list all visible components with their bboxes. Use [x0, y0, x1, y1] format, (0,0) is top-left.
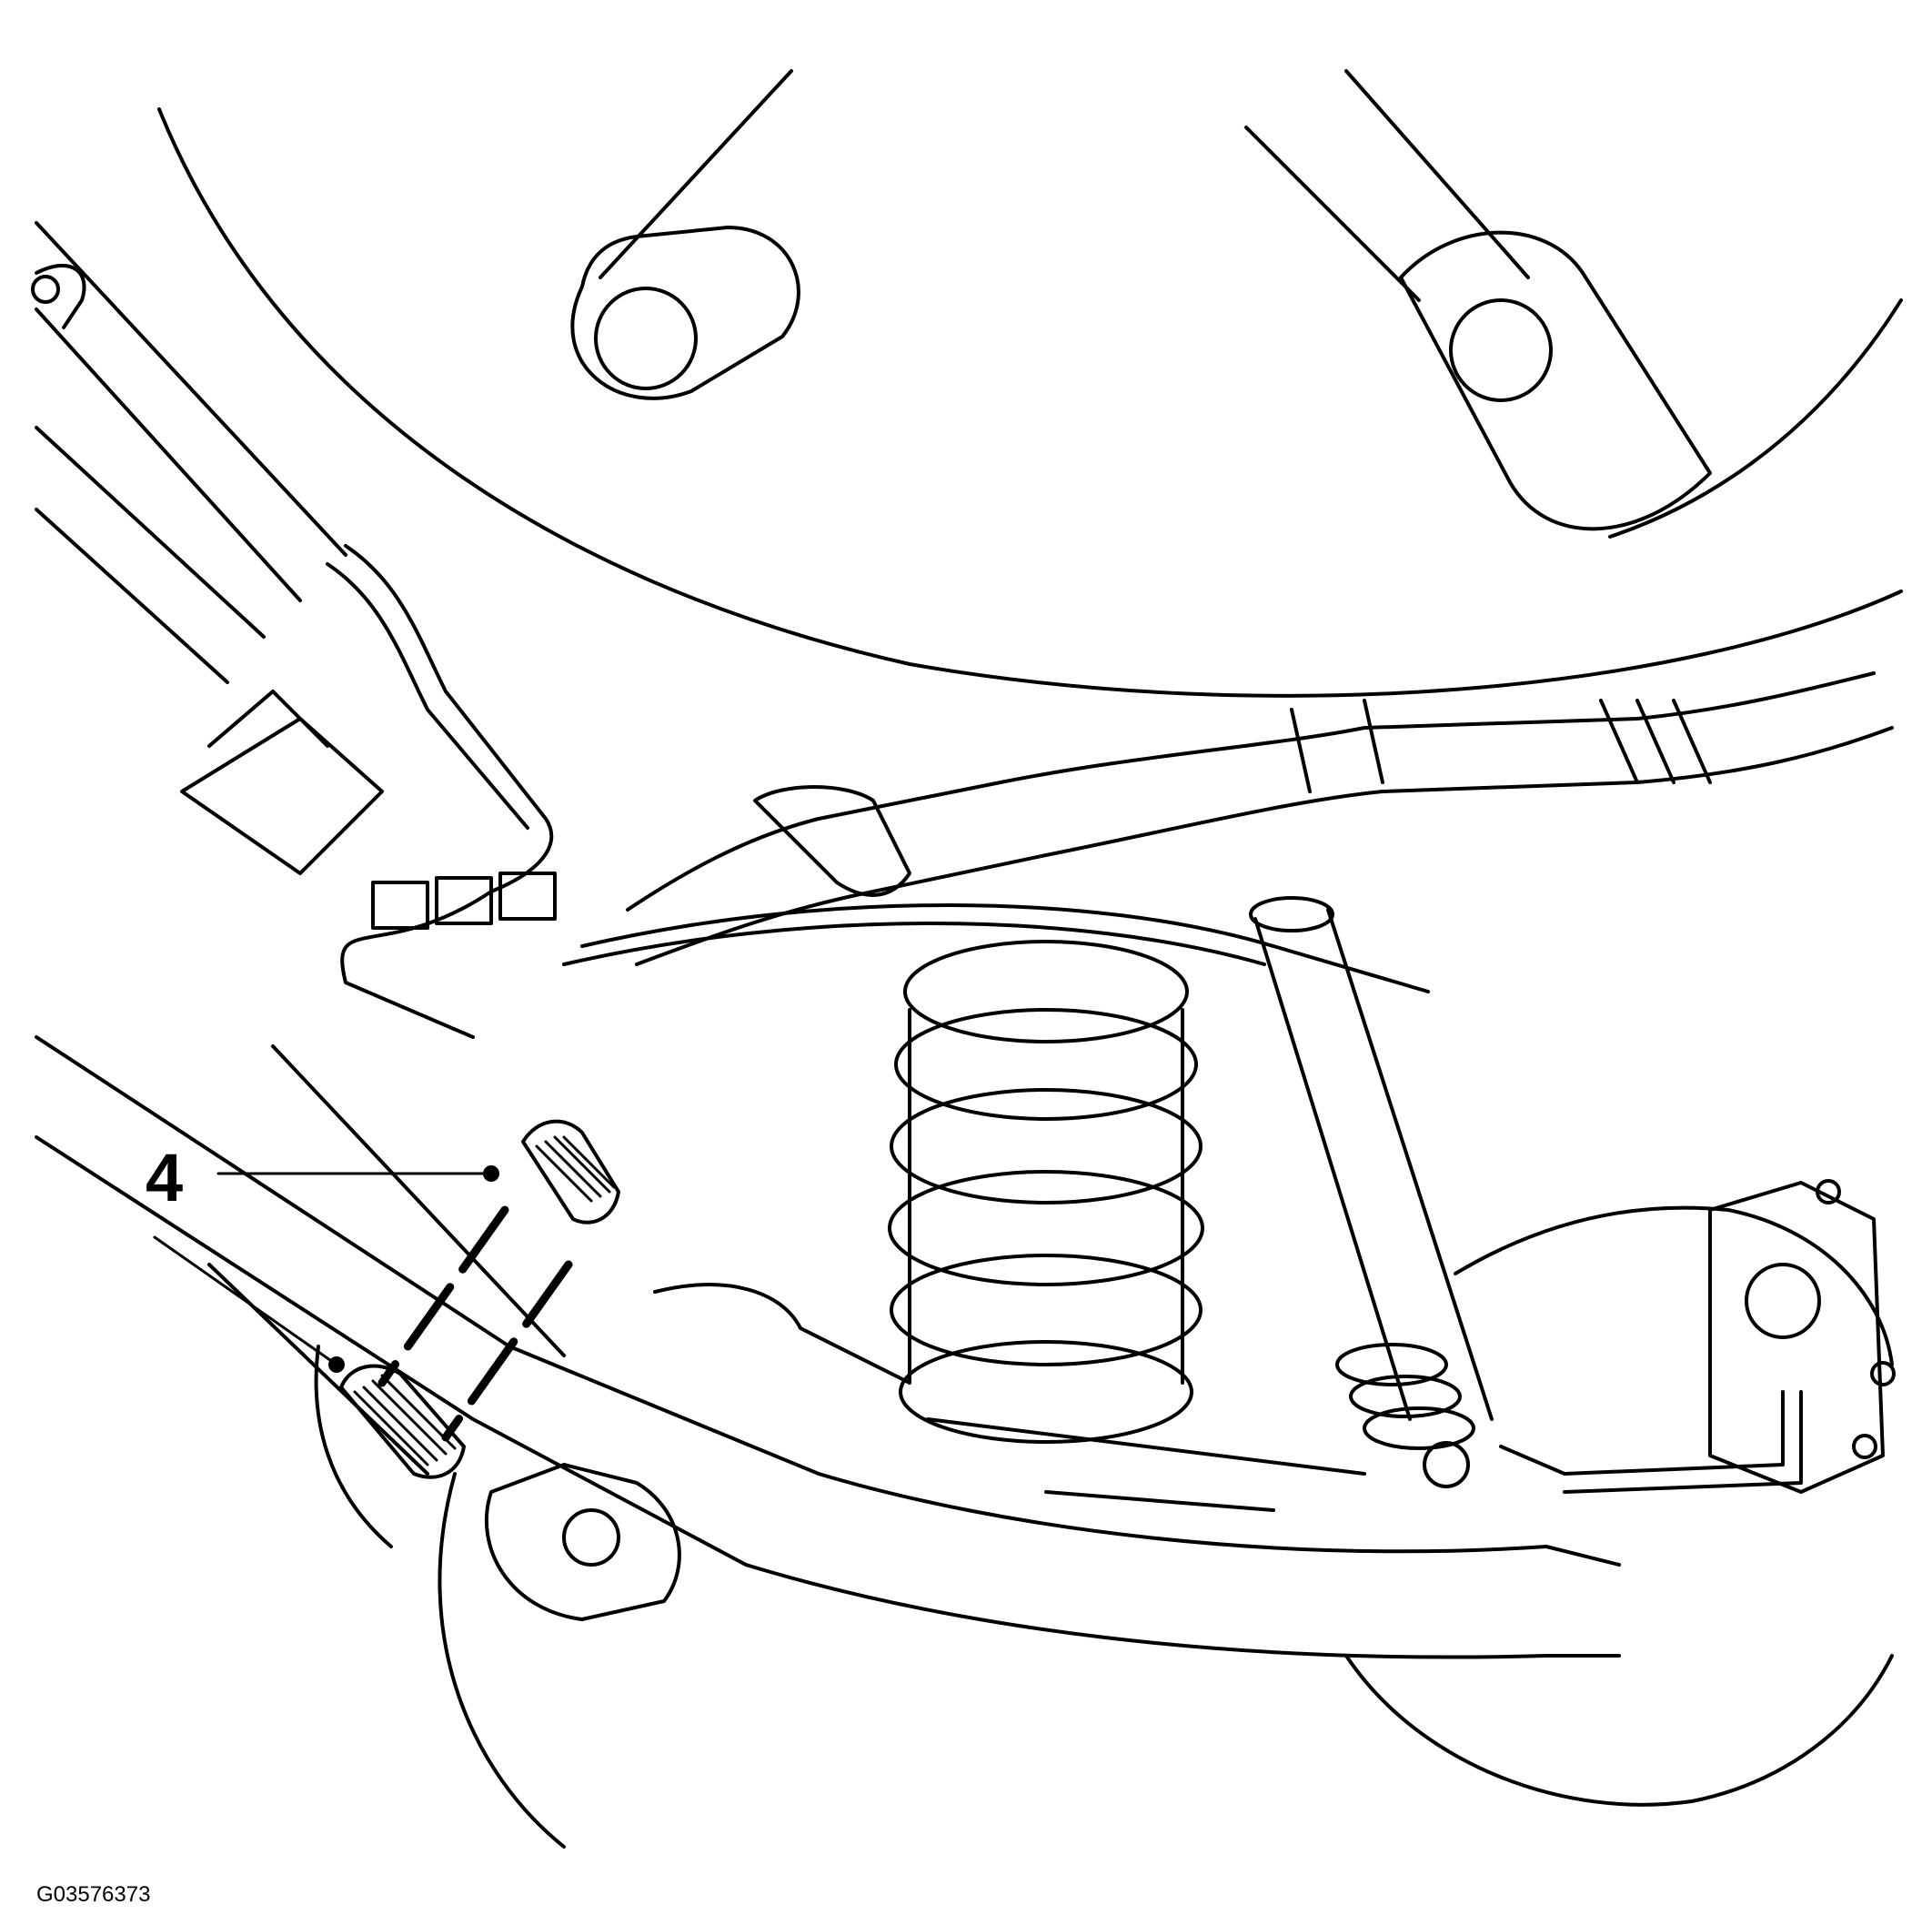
- underbody-panel: [157, 69, 1903, 698]
- connector-bracket: [180, 690, 557, 930]
- sensor-lead: [1499, 1390, 1803, 1494]
- right-mount-tab: [1399, 230, 1712, 531]
- exhaust-pipe: [626, 671, 1894, 966]
- coil-spring: [888, 940, 1204, 1444]
- heat-shield: [753, 785, 911, 897]
- figure-id: G03576373: [36, 1882, 150, 1907]
- hose-section: [377, 1205, 573, 1442]
- lower-control-arm: [35, 1035, 1621, 1659]
- arm-front-bushing: [485, 1463, 681, 1621]
- right-mount-hole: [1449, 298, 1553, 402]
- knuckle-hole: [1745, 1263, 1821, 1339]
- wheel-hub: [1344, 1179, 1896, 1807]
- leader-dot-lower: [328, 1356, 345, 1373]
- shock-lower-bolt: [1423, 1441, 1470, 1488]
- callout-number: 4: [146, 1140, 183, 1215]
- lower-hose-clamp: [339, 1364, 466, 1479]
- brake-line: [326, 544, 1430, 1039]
- left-mount-tab: [570, 226, 800, 400]
- left-mount-hole: [594, 287, 698, 390]
- frame-rail-lower: [207, 1044, 566, 1849]
- frame-rail-upper: [31, 221, 347, 684]
- leader-dot-upper: [483, 1165, 499, 1182]
- shock-absorber: [1249, 896, 1494, 1488]
- upper-hose-clamp: [521, 1119, 620, 1225]
- callout-leaders: [153, 1165, 499, 1373]
- rail-bolt-hole: [31, 275, 60, 304]
